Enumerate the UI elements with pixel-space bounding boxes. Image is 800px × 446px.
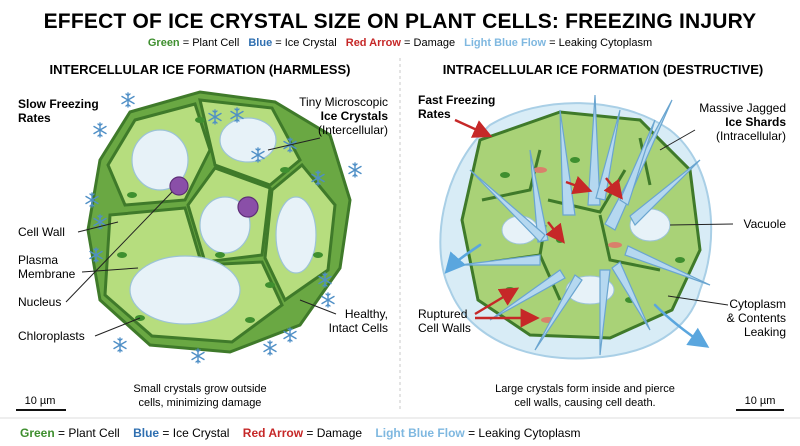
damage-arrow-icon xyxy=(565,176,593,195)
ice-shard-icon xyxy=(629,159,701,226)
snowflake-icon xyxy=(321,292,335,308)
right-scale-label: 10 µm xyxy=(745,395,776,407)
right-shard-pointer xyxy=(659,129,696,151)
left-vacuole-5 xyxy=(129,255,241,325)
left-healthy-pointer xyxy=(299,299,337,315)
ice-shard-icon xyxy=(459,254,541,266)
snowflake-icon xyxy=(93,122,107,138)
damage-arrow-icon xyxy=(474,287,520,316)
ice-shard-icon xyxy=(529,149,549,243)
legend-flow-value: = Leaking Cytoplasm xyxy=(546,37,652,49)
right-heading: INTRACELLULAR ICE FORMATION (DESTRUCTIVE… xyxy=(443,62,763,77)
left-chloroplasts-pointer xyxy=(94,317,141,337)
snowflake-icon xyxy=(121,92,135,108)
right-damage-arrows xyxy=(454,118,623,328)
ice-shard-icon xyxy=(599,269,611,356)
leak-flow-icon xyxy=(653,303,710,348)
left-scale-label: 10 µm xyxy=(25,395,56,407)
legend-flow-key: Light Blue Flow xyxy=(464,37,546,49)
legend-red-key: Red Arrow xyxy=(346,37,402,49)
diagram-title: EFFECT OF ICE CRYSTAL SIZE ON PLANT CELL… xyxy=(44,10,757,33)
ice-shard-icon xyxy=(595,109,621,201)
left-vacuole-3 xyxy=(199,196,251,254)
snowflake-icon xyxy=(113,337,127,353)
ice-shard-icon xyxy=(534,274,583,351)
right-cell-cluster xyxy=(460,110,702,340)
right-vacuole-label: Vacuole xyxy=(744,217,787,231)
left-chloroplasts-label: Chloroplasts xyxy=(18,329,85,343)
ice-shard-icon xyxy=(624,245,711,286)
snowflake-icon xyxy=(191,348,205,364)
legend-blue-value: = Ice Crystal xyxy=(272,37,337,49)
left-crystal-pointer xyxy=(267,137,321,151)
ice-shard-icon xyxy=(489,269,566,321)
legend-bottom-flow-key: Light Blue Flow xyxy=(375,426,465,440)
legend-blue-key: Blue xyxy=(248,37,272,49)
legend-bottom-green-key: Green xyxy=(20,426,55,440)
legend-green-value: = Plant Cell xyxy=(180,37,240,49)
left-vacuole-1 xyxy=(131,129,189,191)
left-cell-wall-label: Cell Wall xyxy=(18,225,65,239)
damage-arrow-icon xyxy=(545,221,565,244)
legend-bottom-red-key: Red Arrow xyxy=(243,426,304,440)
left-cell-wall-pointer xyxy=(77,221,119,233)
ice-shard-icon xyxy=(469,169,546,243)
leak-flow-icon xyxy=(444,243,482,274)
left-vacuole-2 xyxy=(219,117,277,163)
ice-shard-icon xyxy=(619,119,656,206)
snowflake-icon xyxy=(348,162,362,178)
right-vacuole-pointer xyxy=(669,223,734,226)
left-nucleus-label: Nucleus xyxy=(18,295,61,309)
left-vacuole-4 xyxy=(275,196,317,274)
legend-bottom-blue-value: = Ice Crystal xyxy=(159,426,229,440)
left-heading: INTERCELLULAR ICE FORMATION (HARMLESS) xyxy=(50,62,351,77)
legend-top: Green = Plant Cell Blue = Ice Crystal Re… xyxy=(148,37,652,49)
legend-bottom-blue-key: Blue xyxy=(133,426,159,440)
left-nucleus-1 xyxy=(169,176,189,196)
left-nucleus-pointer xyxy=(65,191,173,303)
left-plasma-pointer xyxy=(81,267,139,273)
damage-arrow-icon xyxy=(603,177,623,200)
legend-bottom-green-value: = Plant Cell xyxy=(55,426,120,440)
left-cell-cluster xyxy=(86,90,352,354)
legend-bottom-red-value: = Damage xyxy=(303,426,362,440)
legend-red-value: = Damage xyxy=(401,37,455,49)
right-leak-flows xyxy=(444,243,710,348)
legend-bottom-flow-value: = Leaking Cytoplasm xyxy=(465,426,581,440)
ice-shard-icon xyxy=(611,261,651,331)
legend-bottom: Green = Plant Cell Blue = Ice Crystal Re… xyxy=(20,426,580,440)
snowflake-icon xyxy=(263,340,277,356)
left-nucleus-2 xyxy=(237,196,259,218)
left-healthy-label: Healthy,Intact Cells xyxy=(329,307,388,335)
legend-green-key: Green xyxy=(148,37,180,49)
damage-arrow-icon xyxy=(454,118,493,138)
right-cyto-pointer xyxy=(667,295,729,306)
